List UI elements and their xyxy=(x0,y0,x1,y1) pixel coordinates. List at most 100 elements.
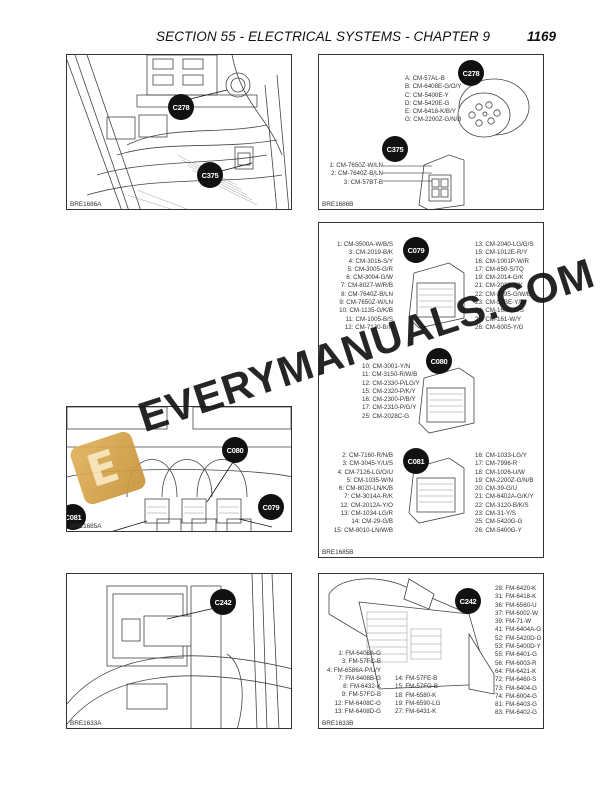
c375-pin-list: 1: CM-7650Z-W/LN 2: CM-7640Z-B/LN 3: CM-… xyxy=(327,162,383,187)
page-number: 1169 xyxy=(526,29,556,44)
pin-entry: 72: FM-6460-S xyxy=(495,676,537,684)
pin-entry: 14: FM-57FE-B xyxy=(395,675,438,682)
figure-bre1686a: C278 C375 BRE1686A xyxy=(66,54,292,210)
pin-entry: 5: CM-1035-W/N xyxy=(346,476,393,484)
c080-pin-list: 10: CM-3001-Y/N 11: CM-3150-R/W/B 12: CM… xyxy=(362,363,420,421)
pin-entry: 6: CM-8020-LN/K/B xyxy=(339,485,393,493)
callout-c375: C375 xyxy=(382,136,408,162)
callout-c278: C278 xyxy=(458,60,484,86)
pin-entry: 22: CM-3120-B/K/S xyxy=(475,501,529,509)
pin-entry: 17: CM-7996-R xyxy=(475,460,518,468)
callout-c081: C081 xyxy=(67,504,86,530)
c278-pin-list: A: CM-57AL-B B: CM-6408E-G/O/Y C: CM-540… xyxy=(405,75,461,125)
pin-entry: 8: FM-6432-K xyxy=(343,683,381,691)
pin-entry: 10: CM-1135-G/K/B xyxy=(339,307,393,315)
pin-entry: 18: FM-6580-K xyxy=(395,691,437,699)
pin-entry: 83: FM-6402-G xyxy=(495,709,537,717)
pin-entry: 17: CM-650-S/TQ xyxy=(475,265,524,273)
pin-entry: G: CM-2200Z-G/N/B xyxy=(405,116,462,124)
pin-entry: D: CM-5420E-G xyxy=(405,99,450,107)
pin-entry: 9: FM-57FD-B xyxy=(341,691,381,699)
connectors-c079-c080-c081-drawing xyxy=(408,262,475,524)
connector-block-illustration xyxy=(67,407,291,531)
pin-entry: 21: CM-2020-Y/K xyxy=(475,282,523,290)
pin-entry: 16: CM-1001P-W/R xyxy=(475,257,529,265)
pin-entry: 13: CM-1034-LG/R xyxy=(340,510,393,518)
callout-c079: C079 xyxy=(258,494,284,520)
pin-entry: 64: FM-6421-K xyxy=(495,667,537,675)
pin-entry: 15: FM-57FG-B xyxy=(395,683,438,691)
pin-entry: 39: FM-71-W xyxy=(495,618,532,626)
pin-entry: E: CM-6418-K/B/Y xyxy=(405,108,456,116)
callout-c081: C081 xyxy=(403,448,429,474)
pin-entry: 15: CM-8010-LN/W/B xyxy=(333,526,393,534)
pin-entry: 25: CM-2028C-G xyxy=(362,412,410,420)
pin-entry: 1: CM-3500A-W/B/S xyxy=(336,241,393,248)
pin-entry: 4: CM-3016-S/Y xyxy=(348,257,393,265)
pin-entry: 20: CM-39-G/U xyxy=(475,485,517,493)
pin-entry: 12: CM-7130-B/N xyxy=(344,323,393,331)
pin-entry: 73: FM-6404-G xyxy=(495,684,537,692)
c081-pin-list-left: 2: CM-7160-R/N/B 3: CM-3045-Y/U/S 4: CM-… xyxy=(321,452,393,535)
callout-c080: C080 xyxy=(426,348,452,374)
pin-entry: 56: FM-6003-R xyxy=(495,659,537,667)
callout-c079: C079 xyxy=(403,237,429,263)
pin-entry: 21: CM-6402A-G/K/Y xyxy=(475,493,534,501)
pin-entry: 27: FM-6431-K xyxy=(395,708,437,716)
pin-entry: 31: FM-6418-K xyxy=(495,593,537,601)
figure-bre1686b: C278 A: CM-57AL-B B: CM-6408E-G/O/Y C: C… xyxy=(318,54,544,210)
pin-entry: 52: FM-5420D-G xyxy=(495,634,542,642)
pin-entry: 7: FM-6408B-G xyxy=(338,674,381,682)
figure-bre1633b: C242 1: FM-6408A-G 3: FM-57FC-B 4: FM-65… xyxy=(318,573,544,729)
pin-entry: 28: FM-6420-K xyxy=(495,585,537,592)
pin-entry: 4: FM-6586A-P/U/Y xyxy=(327,666,381,674)
figure-id: BRE1633B xyxy=(322,720,354,727)
pin-entry: 3: FM-57FC-B xyxy=(341,658,381,666)
pin-entry: 3: CM-3045-Y/U/S xyxy=(342,460,393,468)
pin-entry: 13: FM-6408D-G xyxy=(334,708,381,716)
pin-entry: 11: CM-3150-R/W/B xyxy=(362,371,418,379)
pin-entry: 10: CM-3001-Y/N xyxy=(362,363,411,370)
pin-entry: 41: FM-6404A-G xyxy=(495,626,542,634)
pin-entry: 2: CM-7640Z-B/LN xyxy=(331,170,383,178)
pin-entry: 13: CM-2040-LG/G/S xyxy=(475,241,534,248)
figure-id: BRE1686A xyxy=(70,201,102,208)
pin-entry: 6: CM-3004-G/W xyxy=(346,274,393,282)
pin-entry: 23: CM-31-Y/S xyxy=(475,510,516,518)
connector-c242-drawing xyxy=(328,578,495,695)
callout-c080: C080 xyxy=(222,437,248,463)
figure-id: BRE1633A xyxy=(70,720,102,727)
pin-entry: 7: CM-8027-W/R/B xyxy=(340,282,393,290)
pin-entry: 15: CM-2320-P/K/Y xyxy=(362,387,416,395)
pin-entry: 19: FM-6590-LG xyxy=(395,699,441,707)
pin-entry: 25: CM-161-W/Y xyxy=(475,315,522,323)
pin-entry: 12: CM-2330-P/LG/Y xyxy=(362,379,420,387)
pin-entry: 12: FM-6408C-G xyxy=(334,699,381,707)
pin-entry: 4: CM-7126-LG/O/U xyxy=(337,468,393,476)
c242-pin-list-col1: 1: FM-6408A-G 3: FM-57FC-B 4: FM-6586A-P… xyxy=(321,650,381,716)
pin-entry: 8: CM-7640Z-B/LN xyxy=(341,290,393,298)
pin-entry: 16: CM-1033-LG/Y xyxy=(475,452,527,459)
pin-entry: 18: CM-1026-U/W xyxy=(475,468,525,476)
pin-entry: 37: FM-6002-W xyxy=(495,609,538,617)
c242-pin-list-col3: 28: FM-6420-K 31: FM-6418-K 36: FM-6560-… xyxy=(495,585,541,718)
pin-entry: 15: CM-1012E-R/Y xyxy=(475,249,528,257)
c242-pin-list-col2: 14: FM-57FE-B 15: FM-57FG-B 18: FM-6580-… xyxy=(395,675,440,716)
c079-pin-list-right: 13: CM-2040-LG/G/S 15: CM-1012E-R/Y 16: … xyxy=(475,241,533,332)
pin-entry: 14: CM-29-G/B xyxy=(351,518,393,526)
figure-bre1685b: C079 1: CM-3500A-W/B/S 3: CM-2019-B/K 4:… xyxy=(318,222,544,558)
pin-entry: C: CM-5400E-Y xyxy=(405,91,449,99)
figure-id: BRE1685B xyxy=(322,549,354,556)
pin-entry: 17: CM-2310-P/G/Y xyxy=(362,404,417,412)
pin-entry: 36: FM-6560-U xyxy=(495,601,537,609)
page-header: SECTION 55 - ELECTRICAL SYSTEMS - CHAPTE… xyxy=(156,29,556,49)
callout-c242: C242 xyxy=(210,589,236,615)
module-c242-illustration xyxy=(67,574,291,728)
pin-entry: 24: CM-160R-B/S xyxy=(475,307,524,315)
engine-harness-illustration xyxy=(67,55,290,209)
connector-c278-c375-drawing xyxy=(383,78,530,209)
pin-entry: 12: CM-2012A-Y/O xyxy=(340,501,393,509)
pin-entry: 7: CM-3014A-R/K xyxy=(344,493,393,501)
pin-entry: A: CM-57AL-B xyxy=(405,75,445,82)
watermark-logo-letter: E xyxy=(80,440,126,498)
